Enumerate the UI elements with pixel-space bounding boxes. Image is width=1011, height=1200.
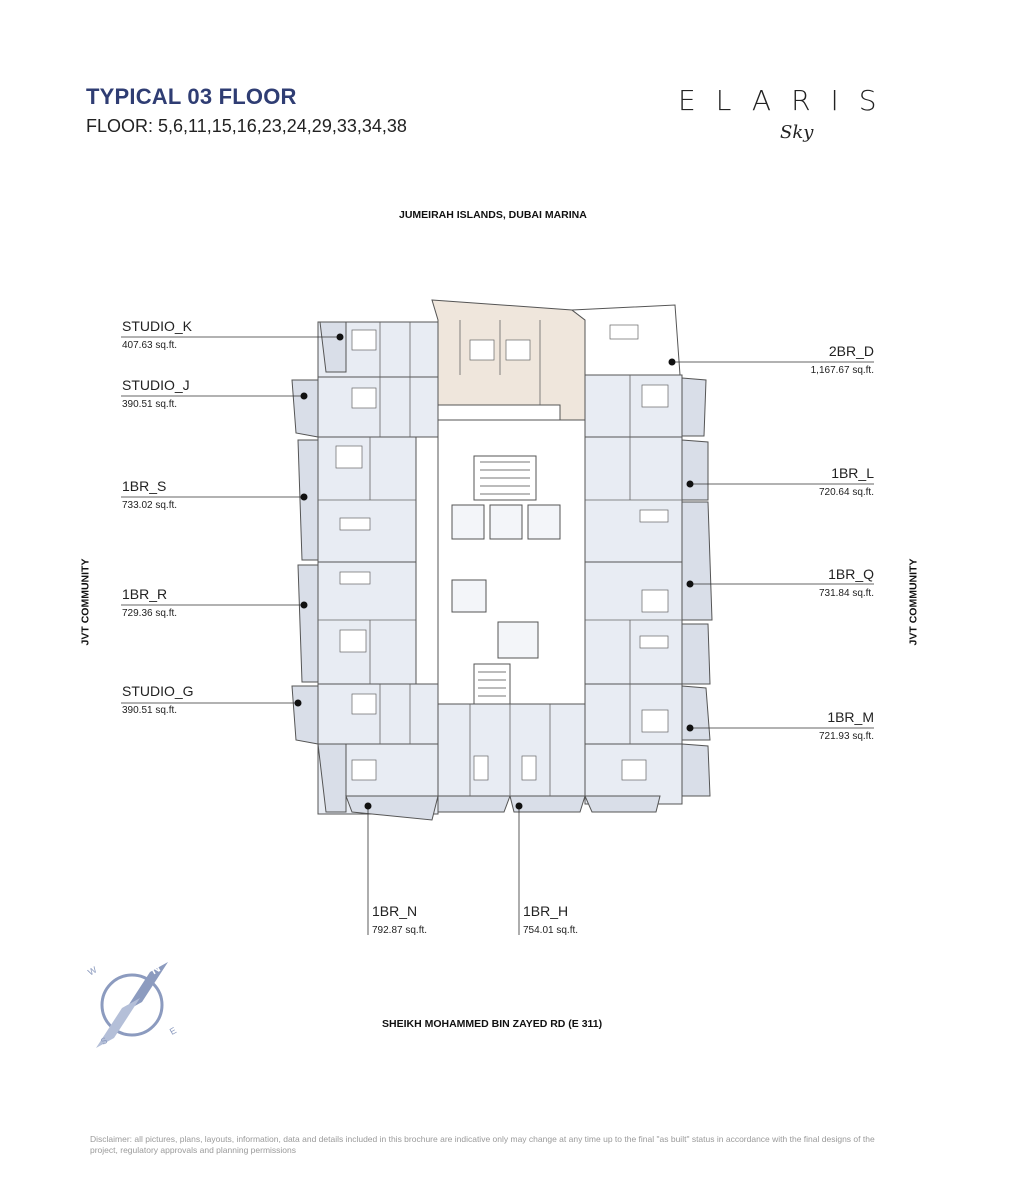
unit-label-studio-k: STUDIO_K — [122, 318, 193, 334]
unit-area-1br-m: 721.93 sq.ft. — [818, 731, 874, 742]
leader-dots — [294, 333, 694, 810]
balcony-1br-n — [345, 795, 439, 821]
balcony-studio-j — [291, 379, 319, 438]
unit-area-1br-q: 731.84 sq.ft. — [818, 588, 874, 599]
unit-1br-l-area — [584, 436, 683, 563]
unit-label-1br-n: 1BR_N — [372, 903, 418, 919]
balcony-1br-q — [681, 501, 713, 621]
unit-1br-q-area — [584, 561, 683, 685]
unit-2br-d-living — [570, 304, 681, 376]
page-title: TYPICAL 03 FLOOR — [86, 84, 297, 109]
unit-label-1br-s: 1BR_S — [122, 478, 167, 494]
boundary-label-right: JVT COMMUNITY — [907, 558, 920, 646]
unit-label-studio-j: STUDIO_J — [122, 377, 190, 393]
logo-subtitle: Sky — [780, 122, 814, 143]
unit-label-2br-d: 2BR_D — [828, 343, 874, 359]
lift-1 — [451, 504, 485, 540]
road-label-bottom: SHEIKH MOHAMMED BIN ZAYED RD (E 311) — [382, 1018, 603, 1030]
unit-area-1br-l: 720.64 sq.ft. — [818, 487, 874, 498]
unit-area-1br-n: 792.87 sq.ft. — [372, 925, 428, 936]
balcony-1br-m — [681, 685, 711, 741]
unit-area-studio-j: 390.51 sq.ft. — [122, 399, 178, 410]
unit-studio-g-area — [317, 683, 439, 745]
lift-2 — [489, 504, 523, 540]
unit-label-1br-r: 1BR_R — [122, 586, 168, 602]
unit-area-1br-r: 729.36 sq.ft. — [122, 608, 178, 619]
unit-label-1br-l: 1BR_L — [831, 465, 874, 481]
unit-area-1br-h: 754.01 sq.ft. — [523, 925, 579, 936]
compass-rose — [96, 962, 168, 1048]
furniture — [335, 324, 669, 781]
unit-1br-s-area — [317, 436, 417, 563]
balcony-right-1 — [681, 377, 707, 437]
lift-4 — [451, 579, 487, 613]
balcony-1br-n-2 — [437, 795, 511, 813]
floor-list: FLOOR: 5,6,11,15,16,23,24,29,33,34,38 — [86, 116, 407, 136]
unit-2br-d-highlight — [431, 299, 586, 441]
unit-area-2br-d: 1,167.67 sq.ft. — [810, 365, 874, 376]
unit-label-1br-m: 1BR_M — [827, 709, 874, 725]
unit-area-studio-g: 390.51 sq.ft. — [122, 705, 178, 716]
unit-label-1br-h: 1BR_H — [523, 903, 569, 919]
unit-area-1br-s: 733.02 sq.ft. — [122, 500, 178, 511]
road-label-top: JUMEIRAH ISLANDS, DUBAI MARINA — [399, 209, 587, 221]
balcony-right-4 — [681, 623, 711, 685]
balcony-studio-g — [291, 685, 319, 745]
balcony-bottom-right — [584, 795, 661, 813]
disclaimer-text: Disclaimer: all pictures, plans, layouts… — [90, 1134, 875, 1155]
unit-label-studio-g: STUDIO_G — [122, 683, 194, 699]
boundary-label-left: JVT COMMUNITY — [79, 558, 92, 646]
unit-1br-n-h-area — [437, 703, 586, 797]
lift-3 — [527, 504, 561, 540]
balcony-1br-r — [297, 564, 319, 683]
stair-bottom — [473, 663, 511, 705]
balcony-1br-h — [509, 795, 586, 813]
unit-label-1br-q: 1BR_Q — [828, 566, 874, 582]
balcony-right-bottom — [681, 743, 711, 797]
unit-studio-j-area — [317, 376, 439, 438]
balcony-bottom-left — [317, 743, 347, 813]
brand-logo: ELARIS Sky — [678, 84, 918, 148]
interior-walls — [318, 320, 682, 796]
service-lift — [497, 621, 539, 659]
logo-wordmark: ELARIS — [678, 84, 897, 117]
balcony-1br-l — [681, 439, 709, 501]
leader-lines — [121, 336, 874, 935]
balcony-1br-s — [297, 439, 319, 561]
unit-area-studio-k: 407.63 sq.ft. — [122, 340, 178, 351]
